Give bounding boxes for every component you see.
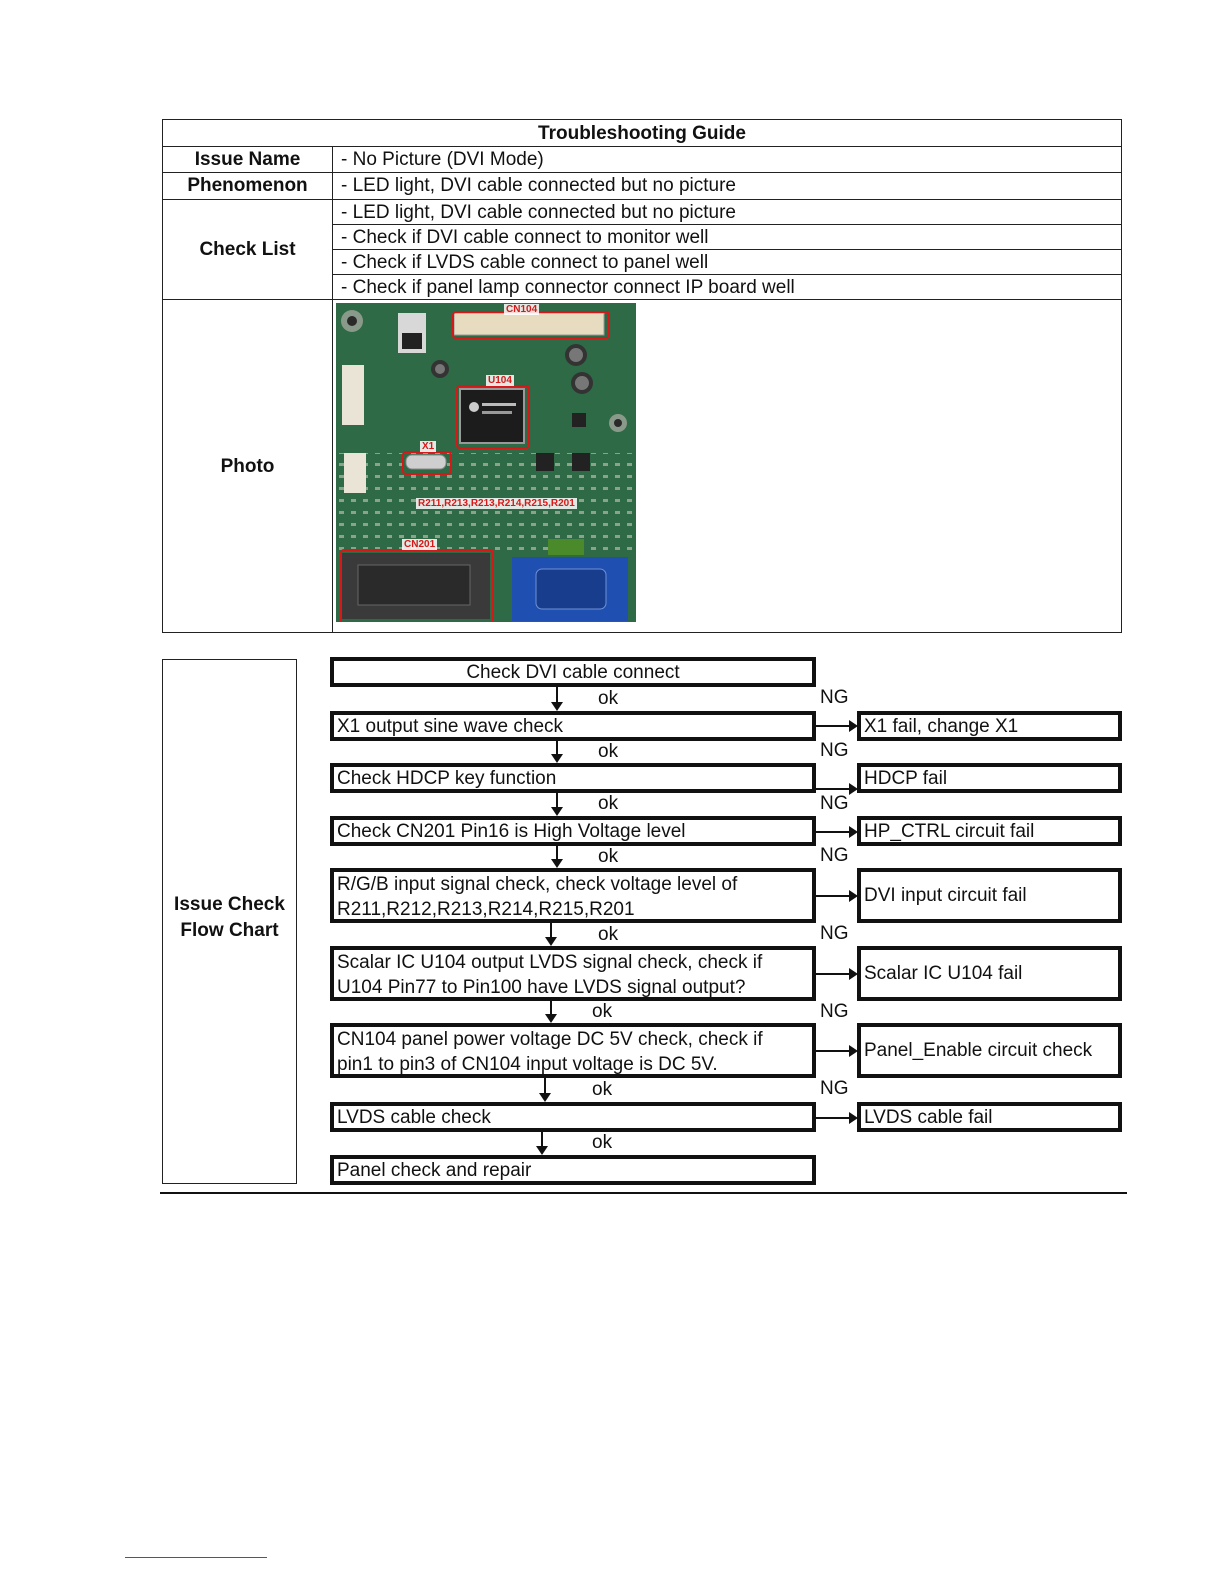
phenomenon-value: - LED light, DVI cable connected but no … — [333, 173, 1121, 199]
ng-label: NG — [820, 924, 849, 944]
fail-hdcp: HDCP fail — [857, 763, 1122, 793]
step-text: Check HDCP key function — [337, 767, 809, 791]
flow-step-panel: Panel check and repair — [330, 1155, 816, 1185]
fail-panel-enable: Panel_Enable circuit check — [857, 1023, 1122, 1078]
ok-label: ok — [598, 794, 618, 814]
flow-chart-label: Issue Check Flow Chart — [163, 892, 296, 944]
step-text: Panel check and repair — [337, 1159, 809, 1183]
ok-arrow — [550, 923, 552, 944]
ng-arrow — [816, 973, 856, 975]
ng-label: NG — [820, 1002, 849, 1022]
ok-label: ok — [598, 925, 618, 945]
ok-label: ok — [592, 1133, 612, 1153]
step-text: U104 Pin77 to Pin100 have LVDS signal ou… — [337, 975, 809, 1000]
footnote-rule — [125, 1557, 267, 1558]
ok-label: ok — [598, 847, 618, 867]
ok-arrow — [556, 846, 558, 866]
cn201-highlight — [340, 549, 494, 622]
ng-label: NG — [820, 846, 849, 866]
ng-arrow — [816, 725, 856, 727]
ok-label: ok — [592, 1002, 612, 1022]
fail-hp-ctrl: HP_CTRL circuit fail — [857, 816, 1122, 846]
ok-arrow — [550, 1001, 552, 1021]
issue-name-label: Issue Name — [163, 147, 332, 172]
fail-x1: X1 fail, change X1 — [857, 711, 1122, 741]
phenomenon-label: Phenomenon — [163, 173, 332, 199]
flow-step-dvi-cable: Check DVI cable connect — [330, 657, 816, 687]
issue-name-value: - No Picture (DVI Mode) — [333, 147, 1121, 172]
photo-label: Photo — [163, 300, 332, 633]
ng-arrow — [816, 895, 856, 897]
ok-label: ok — [592, 1080, 612, 1100]
step-text: R211,R212,R213,R214,R215,R201 — [337, 897, 809, 922]
step-text: Scalar IC U104 output LVDS signal check,… — [337, 950, 809, 975]
check-list-row: Check List - LED light, DVI cable connec… — [163, 200, 1121, 300]
ng-label: NG — [820, 688, 849, 708]
fail-lvds-cable: LVDS cable fail — [857, 1102, 1122, 1132]
ng-arrow — [816, 831, 856, 833]
u104-callout: U104 — [486, 375, 514, 386]
flow-chart-label-cell: Issue Check Flow Chart — [162, 659, 297, 1184]
flow-step-x1: X1 output sine wave check — [330, 711, 816, 741]
cn201-callout: CN201 — [402, 539, 437, 550]
ng-arrow — [816, 1117, 856, 1119]
flow-step-lvds: LVDS cable check — [330, 1102, 816, 1132]
check-list-label: Check List — [163, 200, 332, 299]
flow-step-hdcp: Check HDCP key function — [330, 763, 816, 793]
ok-arrow — [556, 741, 558, 761]
section-divider — [160, 1192, 1127, 1194]
step-text: Check CN201 Pin16 is High Voltage level — [337, 820, 809, 844]
ng-label: NG — [820, 741, 849, 761]
flow-step-cn201: Check CN201 Pin16 is High Voltage level — [330, 816, 816, 846]
ok-label: ok — [598, 689, 618, 709]
troubleshooting-table: Troubleshooting Guide Issue Name - No Pi… — [162, 119, 1122, 633]
photo-row: Photo — [163, 300, 1121, 633]
step-text: CN104 panel power voltage DC 5V check, c… — [337, 1027, 809, 1052]
ok-label: ok — [598, 742, 618, 762]
check-list-items: - LED light, DVI cable connected but no … — [333, 200, 1121, 299]
ng-label: NG — [820, 794, 849, 814]
u104-highlight — [456, 385, 530, 449]
x1-callout: X1 — [420, 441, 436, 452]
cn104-highlight — [452, 311, 610, 339]
check-list-item: - Check if DVI cable connect to monitor … — [333, 225, 1121, 250]
check-list-item: - Check if panel lamp connector connect … — [333, 275, 1121, 300]
table-title: Troubleshooting Guide — [163, 120, 1121, 147]
phenomenon-row: Phenomenon - LED light, DVI cable connec… — [163, 173, 1121, 200]
pcb-photo: CN104 U104 X1 R211,R213,R213,R214,R215,R… — [336, 303, 636, 622]
step-text: X1 output sine wave check — [337, 715, 809, 739]
ng-arrow — [816, 788, 856, 790]
resistors-callout: R211,R213,R213,R214,R215,R201 — [416, 498, 577, 509]
flow-label-line: Flow Chart — [163, 918, 296, 944]
flow-step-cn104: CN104 panel power voltage DC 5V check, c… — [330, 1023, 816, 1078]
issue-name-row: Issue Name - No Picture (DVI Mode) — [163, 147, 1121, 173]
ng-label: NG — [820, 1079, 849, 1099]
step-text: R/G/B input signal check, check voltage … — [337, 872, 809, 897]
step-text: LVDS cable check — [337, 1106, 809, 1130]
ok-arrow — [544, 1078, 546, 1100]
check-list-item: - LED light, DVI cable connected but no … — [333, 200, 1121, 225]
flow-label-line: Issue Check — [163, 892, 296, 918]
ok-arrow — [556, 687, 558, 709]
flow-step-u104: Scalar IC U104 output LVDS signal check,… — [330, 946, 816, 1001]
cn104-callout: CN104 — [504, 304, 539, 315]
fail-scalar-ic: Scalar IC U104 fail — [857, 946, 1122, 1001]
x1-highlight — [402, 451, 452, 475]
ok-arrow — [556, 793, 558, 814]
step-text: Check DVI cable connect — [337, 661, 809, 685]
fail-dvi-input: DVI input circuit fail — [857, 868, 1122, 923]
ng-arrow — [816, 1050, 856, 1052]
step-text: pin1 to pin3 of CN104 input voltage is D… — [337, 1052, 809, 1077]
check-list-item: - Check if LVDS cable connect to panel w… — [333, 250, 1121, 275]
ok-arrow — [541, 1132, 543, 1153]
flow-step-rgb: R/G/B input signal check, check voltage … — [330, 868, 816, 923]
